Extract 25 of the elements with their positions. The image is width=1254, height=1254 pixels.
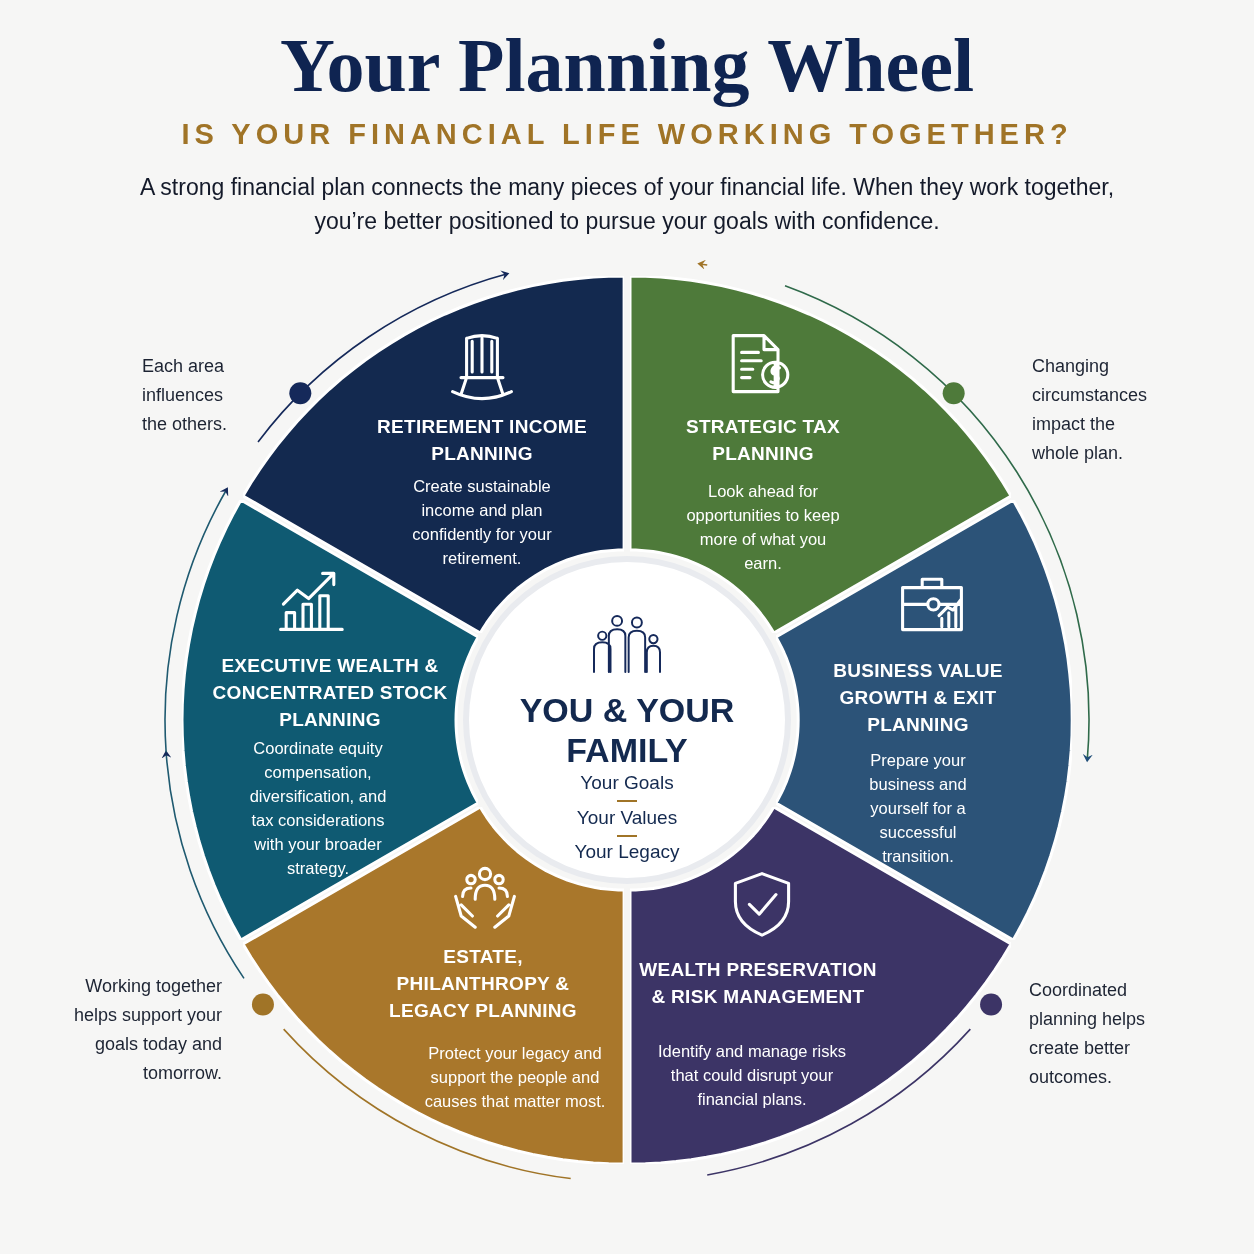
side-note: Each area influences the others.: [142, 355, 229, 436]
segment-heading: ESTATE, PHILANTHROPY & LEGACY PLANNING: [388, 944, 578, 1023]
center-value: Your Legacy: [574, 841, 680, 863]
segment-heading: WEALTH PRESERVATION & RISK MANAGEMENT: [638, 958, 878, 1009]
center-value: Your Goals: [580, 772, 674, 794]
center-value: Your Values: [576, 807, 678, 829]
side-note: Changing circumstances impact the whole plan.: [1032, 355, 1149, 465]
title: Your Planning Wheel: [279, 22, 975, 109]
side-note: Coordinated planning helps create better outcomes.: [1029, 979, 1147, 1089]
segment-description: Look ahead for opportunities to keep more of what you earn.: [685, 481, 841, 574]
intro-text: A strong financial plan connects the many pieces of your financial life. When they work together, you’re better positioned to pursue your goals with confidence.: [138, 173, 1116, 236]
segment-heading: RETIREMENT INCOME PLANNING: [377, 415, 587, 466]
wheel-segment: [243, 275, 625, 633]
wheel-segment: [629, 275, 1011, 633]
segment-description: Create sustainable income and plan confidently for your retirement.: [411, 476, 553, 569]
subtitle: IS YOUR FINANCIAL LIFE WORKING TOGETHER?: [180, 118, 1074, 151]
segment-description: Identify and manage risks that could disrupt your financial plans.: [657, 1041, 847, 1110]
segment-description: Protect your legacy and support the people and causes that matter most.: [423, 1043, 607, 1112]
segment-description: Coordinate equity compensation, diversification, and tax considerations with your broader strategy.: [248, 738, 388, 879]
side-note: Working together helps support your goals today and tomorrow.: [72, 975, 222, 1085]
center-heading: YOU & YOUR FAMILY: [518, 690, 736, 770]
segment-description: Prepare your business and yourself for a successful transition.: [868, 750, 968, 867]
segment-heading: STRATEGIC TAX PLANNING: [684, 415, 842, 466]
segment-heading: EXECUTIVE WEALTH & CONCENTRATED STOCK PLANNING: [211, 653, 449, 732]
segment-heading: BUSINESS VALUE GROWTH & EXIT PLANNING: [832, 658, 1004, 737]
